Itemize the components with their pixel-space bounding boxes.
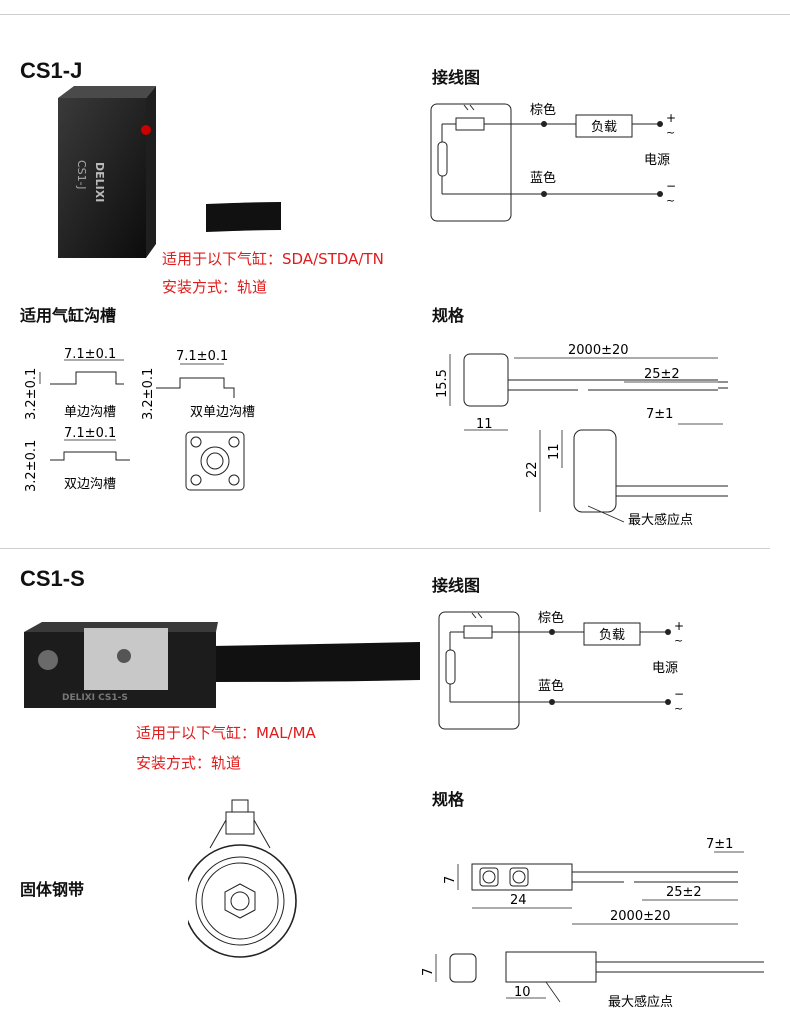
groove-width-3: 7.1±0.1 bbox=[64, 426, 116, 441]
product-model-print: CS1-J bbox=[75, 160, 88, 190]
model-title-cs1s: CS1-S bbox=[20, 566, 85, 591]
wiring-diagram-cs1j: 负载 棕色 蓝色 + ~ 电源 − ~ bbox=[430, 102, 676, 222]
spec-s-width-24: 24 bbox=[510, 893, 527, 908]
load-label-cs1s: 负载 bbox=[599, 628, 625, 643]
plus-sign: + bbox=[666, 111, 676, 125]
cs1s-product-image: DELIXI CS1-S bbox=[24, 622, 420, 708]
spec-height-11: 11 bbox=[547, 443, 562, 460]
spec-length-25: 25±2 bbox=[644, 367, 680, 382]
groove-width-1: 7.1±0.1 bbox=[64, 347, 116, 362]
groove-width-2: 7.1±0.1 bbox=[176, 349, 228, 364]
blue-wire-label-cs1s: 蓝色 bbox=[538, 678, 564, 694]
brown-wire-label-cs1s: 棕色 bbox=[538, 610, 564, 626]
spec-height-15-5: 15.5 bbox=[435, 369, 450, 398]
spec-length-7: 7±1 bbox=[646, 407, 673, 422]
groove-depth-1: 3.2±0.1 bbox=[24, 368, 39, 420]
mounting-method-cs1s: 安装方式：轨道 bbox=[136, 754, 242, 772]
product-logo-cs1s: DELIXI CS1-S bbox=[62, 693, 128, 703]
minus-sign-cs1s: − bbox=[674, 687, 684, 701]
wiring-title: 接线图 bbox=[432, 68, 481, 87]
spec-s-height-7c: 7 bbox=[421, 968, 436, 976]
groove-depth-3: 3.2±0.1 bbox=[24, 440, 39, 492]
top-divider bbox=[0, 14, 790, 15]
spec-width-11: 11 bbox=[476, 417, 493, 432]
spec-s-length-7-1: 7±1 bbox=[706, 837, 733, 852]
model-title-cs1j: CS1-J bbox=[20, 58, 83, 83]
minus-sign: − bbox=[666, 179, 676, 193]
mounting-method-cs1j: 安装方式：轨道 bbox=[162, 278, 268, 296]
blue-wire-label: 蓝色 bbox=[530, 170, 556, 186]
applicable-cylinders-cs1s: 适用于以下气缸：MAL/MA bbox=[136, 724, 316, 742]
spec-s-length-2000: 2000±20 bbox=[610, 909, 671, 924]
groove-double-label: 双边沟槽 bbox=[64, 477, 116, 492]
groove-depth-2: 3.2±0.1 bbox=[141, 368, 156, 420]
spec-s-width-10: 10 bbox=[514, 985, 531, 1000]
groove-drawings: 7.1±0.1 3.2±0.1 单边沟槽 7.1±0.1 3.2±0.1 双单边… bbox=[24, 347, 255, 492]
groove-double-single-label: 双单边沟槽 bbox=[190, 405, 255, 420]
spec-length-2000: 2000±20 bbox=[568, 343, 629, 358]
power-label: 电源 bbox=[644, 153, 670, 168]
spec-s-height-7a: 7 bbox=[443, 876, 458, 884]
product-logo: DELIXI bbox=[93, 162, 106, 202]
spec-s-length-25: 25±2 bbox=[666, 885, 702, 900]
tilde-bottom: ~ bbox=[666, 194, 675, 207]
tilde-top-cs1s: ~ bbox=[674, 634, 683, 647]
tilde-bottom-cs1s: ~ bbox=[674, 702, 683, 715]
spec-title-cs1j: 规格 bbox=[432, 306, 465, 325]
sense-point-label-cs1s: 最大感应点 bbox=[608, 994, 673, 1010]
band-title: 固体钢带 bbox=[20, 880, 85, 899]
wiring-title-cs1s: 接线图 bbox=[432, 576, 481, 595]
spec-drawing-cs1s: 7±1 7 24 25±2 2000±20 7 10 最大感应点 bbox=[421, 837, 764, 1010]
spec-title-cs1s: 规格 bbox=[432, 790, 465, 809]
tilde-top: ~ bbox=[666, 126, 675, 139]
section-divider bbox=[0, 548, 770, 549]
grooves-title: 适用气缸沟槽 bbox=[20, 306, 117, 325]
power-label-cs1s: 电源 bbox=[652, 661, 678, 676]
plus-sign-cs1s: + bbox=[674, 619, 684, 633]
load-label: 负载 bbox=[591, 120, 617, 135]
groove-single-label: 单边沟槽 bbox=[64, 405, 116, 420]
wiring-diagram-cs1s: 负载 棕色 蓝色 + ~ 电源 − ~ bbox=[438, 610, 684, 730]
cs1j-product-image: DELIXI CS1-J bbox=[58, 86, 281, 258]
applicable-cylinders-cs1j: 适用于以下气缸：SDA/STDA/TN bbox=[162, 250, 384, 268]
brown-wire-label: 棕色 bbox=[530, 102, 556, 118]
spec-drawing-cs1j: 2000±20 25±2 7±1 15.5 11 22 11 最大感应点 bbox=[435, 343, 728, 528]
spec-height-22: 22 bbox=[525, 461, 540, 478]
steel-band-drawing bbox=[188, 799, 297, 958]
sense-point-label-cs1j: 最大感应点 bbox=[628, 512, 693, 528]
